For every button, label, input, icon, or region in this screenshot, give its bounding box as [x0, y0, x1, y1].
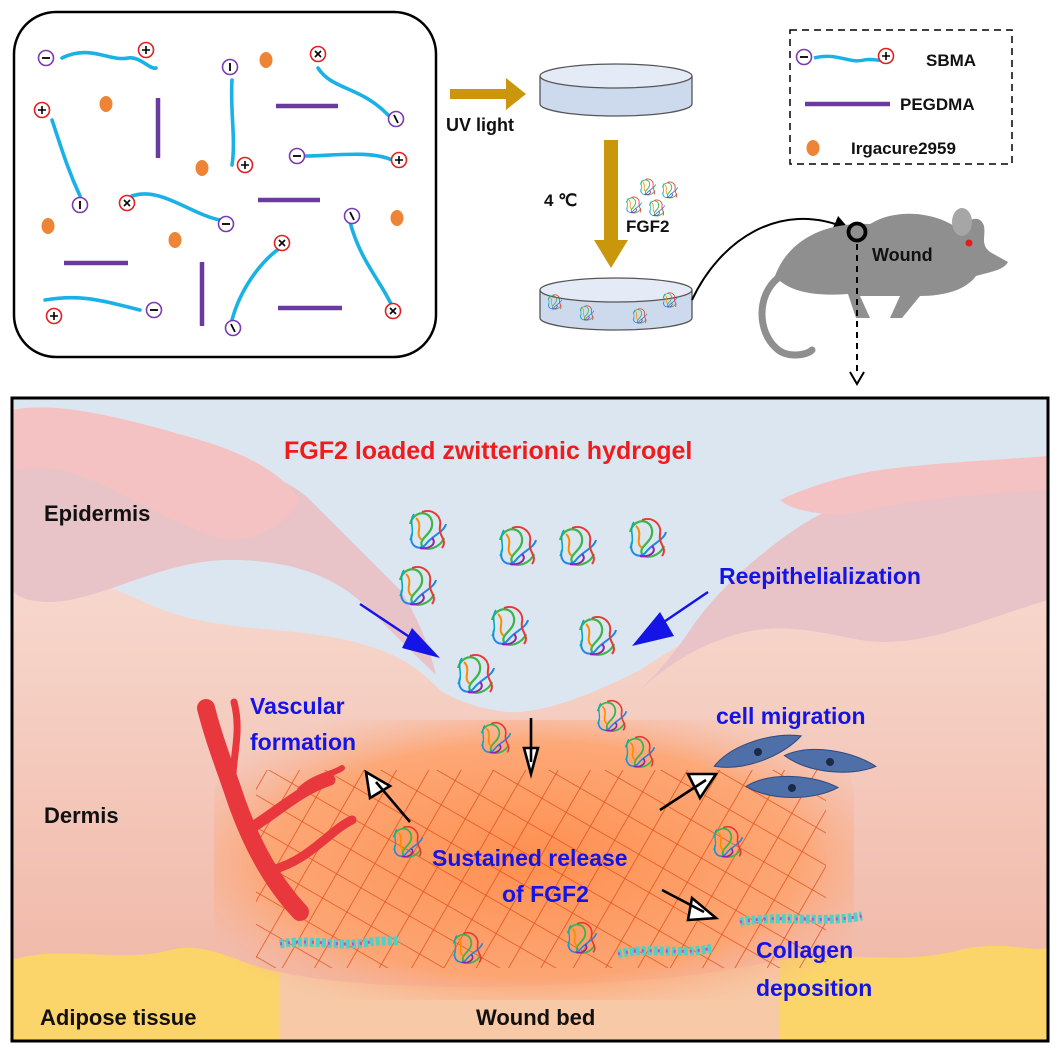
release-arrows: [364, 718, 720, 922]
sustained-release-line2: of FGF2: [502, 881, 589, 907]
cooling-arrow: [594, 140, 628, 268]
wound-bed-label: Wound bed: [476, 1005, 596, 1030]
irgacure-particles: [41, 52, 404, 248]
collagen-label-line1: Collagen: [756, 937, 854, 963]
collagen-label-line2: deposition: [756, 975, 873, 1001]
legend-label-pegdma: PEGDMA: [900, 95, 975, 114]
epidermis-label: Epidermis: [44, 501, 151, 526]
cell-migration-label: cell migration: [716, 703, 866, 729]
blood-vessel: [197, 698, 357, 921]
fgf2-label: FGF2: [626, 217, 670, 236]
legend-label-irgacure: Irgacure2959: [851, 139, 956, 158]
monomer-mixture-box: [12, 10, 438, 359]
adipose-label: Adipose tissue: [40, 1005, 197, 1030]
collagen-fibrils: [279, 911, 863, 959]
uv-light-label: UV light: [446, 115, 514, 135]
sbma-chains: [43, 50, 394, 322]
vascular-label-line2: formation: [250, 729, 357, 755]
temperature-label: 4 ℃: [544, 191, 578, 210]
dermis-label: Dermis: [44, 803, 119, 828]
wound-label: Wound: [872, 245, 933, 265]
legend-box: [789, 29, 1013, 165]
vascular-label-line1: Vascular: [250, 693, 345, 719]
sustained-release-line1: Sustained release: [432, 845, 628, 871]
fgf2-loaded-disc: [539, 277, 693, 331]
pegdma-crosslinkers: [64, 98, 342, 326]
application-arrow: [691, 215, 850, 301]
uv-arrow: [450, 78, 526, 110]
reepithelialization-arrows: [359, 591, 709, 658]
hydrogel-disc: [539, 63, 693, 117]
fgf2-protein-cluster: [625, 178, 679, 217]
mouse-silhouette: [758, 208, 1008, 359]
panel-title: FGF2 loaded zwitterionic hydrogel: [284, 437, 693, 465]
reepithelialization-label: Reepithelialization: [719, 563, 921, 589]
legend-label-sbma: SBMA: [926, 51, 977, 70]
